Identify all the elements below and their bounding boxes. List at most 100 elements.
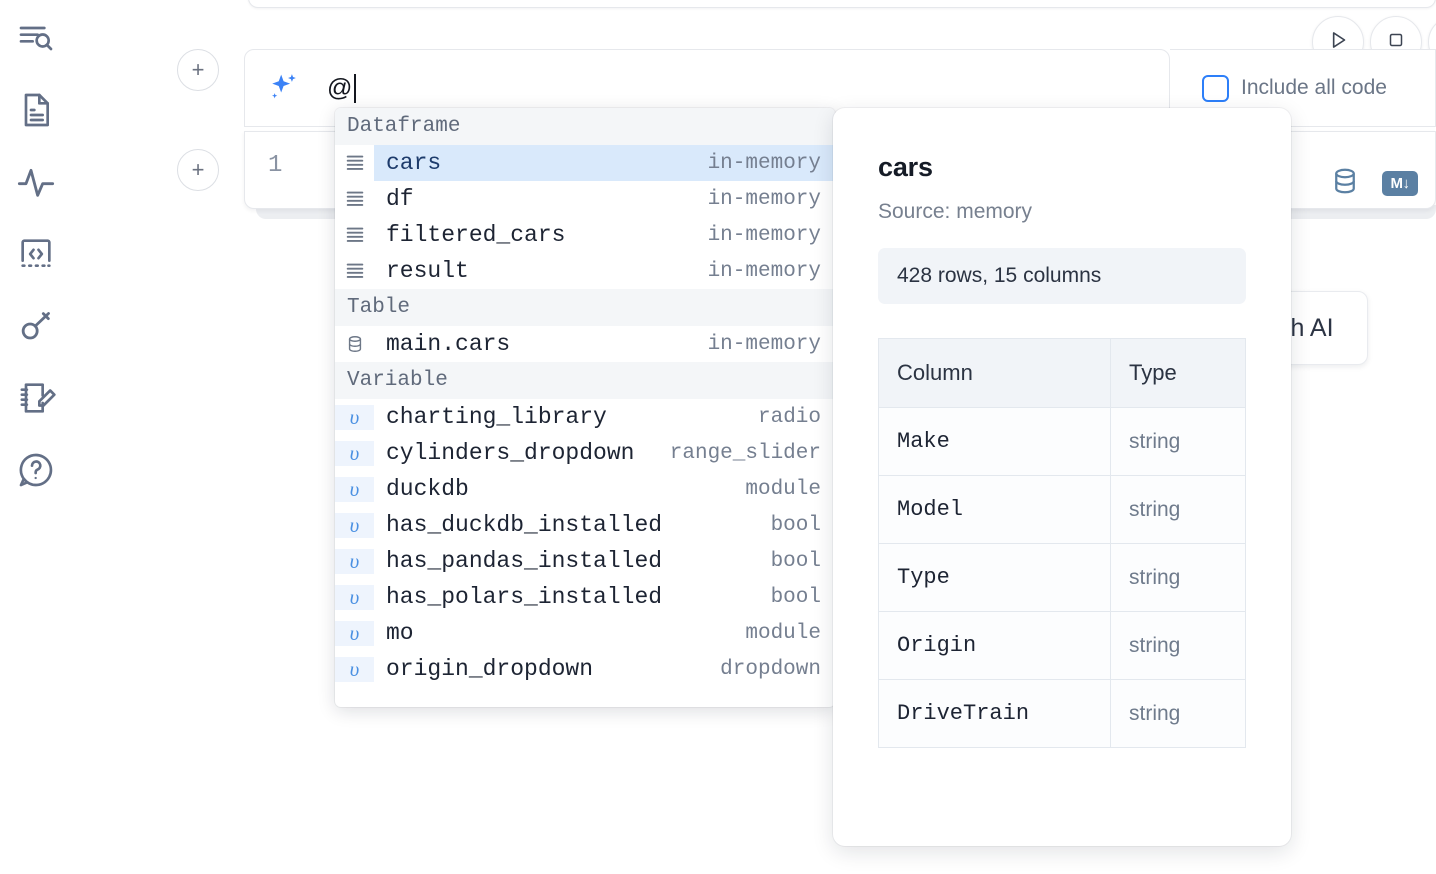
autocomplete-item-name: df: [386, 186, 414, 212]
schema-column-name: DriveTrain: [878, 679, 1111, 748]
sidebar-item-secrets[interactable]: [12, 302, 60, 350]
autocomplete-item-name: cylinders_dropdown: [386, 440, 635, 466]
sidebar-item-file[interactable]: [12, 86, 60, 134]
include-all-code-checkbox[interactable]: [1202, 74, 1229, 102]
explore-search-icon: [16, 18, 56, 58]
dataframe-rows-icon: [335, 260, 374, 282]
autocomplete-item-type: radio: [757, 405, 821, 429]
sidebar-item-explore-search[interactable]: [12, 14, 60, 62]
ai-prompt-input[interactable]: @: [327, 68, 356, 108]
autocomplete-item-type: in-memory: [707, 259, 821, 283]
variable-upsilon-icon: υ: [335, 440, 374, 466]
autocomplete-group-header: Variable: [335, 362, 835, 399]
sidebar-item-scratchpad[interactable]: [12, 374, 60, 422]
text-caret: [353, 73, 356, 103]
database-icon: [335, 334, 374, 354]
autocomplete-group-header: Dataframe: [335, 108, 835, 145]
autocomplete-item-name: mo: [386, 620, 414, 646]
autocomplete-item[interactable]: υ cylinders_dropdown range_slider: [335, 435, 835, 471]
autocomplete-item[interactable]: result in-memory: [335, 253, 835, 289]
database-icon[interactable]: [1330, 166, 1360, 201]
autocomplete-item-name: duckdb: [386, 476, 469, 502]
variable-upsilon-icon: υ: [335, 584, 374, 610]
variable-upsilon-icon: υ: [335, 656, 374, 682]
plus-icon: +: [191, 157, 205, 182]
variable-upsilon-icon: υ: [335, 620, 374, 646]
schema-column-type: string: [1110, 679, 1246, 748]
schema-column-type: string: [1110, 611, 1246, 680]
stop-square-icon: [1384, 28, 1408, 57]
sidebar-item-snippets[interactable]: [12, 230, 60, 278]
dataframe-rows-icon: [335, 224, 374, 246]
autocomplete-item-type: module: [745, 477, 821, 501]
schema-column-type: string: [1110, 407, 1246, 476]
schema-column-name: Model: [878, 475, 1111, 544]
cell-line-number: 1: [268, 152, 283, 179]
help-question-icon: [16, 450, 56, 490]
autocomplete-item[interactable]: filtered_cars in-memory: [335, 217, 835, 253]
autocomplete-item-type: range_slider: [669, 441, 821, 465]
schema-column-name: Origin: [878, 611, 1111, 680]
autocomplete-item-name: charting_library: [386, 404, 607, 430]
dataframe-rows-icon: [335, 152, 374, 174]
sidebar-rail: [0, 0, 72, 874]
activity-pulse-icon: [16, 162, 56, 202]
markdown-icon[interactable]: M↓: [1382, 171, 1418, 196]
autocomplete-item-type: in-memory: [707, 332, 821, 356]
autocomplete-item-type: in-memory: [707, 223, 821, 247]
info-title: cars: [878, 152, 933, 182]
autocomplete-item[interactable]: cars in-memory: [335, 145, 835, 181]
autocomplete-item-type: module: [745, 621, 821, 645]
info-source: Source: memory: [878, 200, 1033, 223]
file-document-icon: [16, 90, 56, 130]
autocomplete-item-type: in-memory: [707, 151, 821, 175]
dataframe-rows-icon: [335, 188, 374, 210]
autocomplete-item-name: filtered_cars: [386, 222, 566, 248]
schema-column-type: string: [1110, 475, 1246, 544]
include-all-code-row[interactable]: Include all code: [1202, 74, 1387, 102]
info-shape-badge: 428 rows, 15 columns: [878, 248, 1246, 304]
schema-column-type: string: [1110, 543, 1246, 612]
autocomplete-item-name: origin_dropdown: [386, 656, 594, 682]
autocomplete-group-header: Table: [335, 289, 835, 326]
code-brackets-icon: [16, 234, 56, 274]
schema-header-type: Type: [1110, 338, 1246, 408]
sparkle-icon: [267, 71, 301, 105]
plus-icon: +: [191, 57, 205, 82]
sidebar-item-help[interactable]: [12, 446, 60, 494]
autocomplete-item-name: has_polars_installed: [386, 584, 663, 610]
add-cell-below-button[interactable]: +: [177, 149, 219, 191]
key-icon: [16, 306, 56, 346]
autocomplete-item-name: has_pandas_installed: [386, 548, 663, 574]
schema-column-name: Make: [878, 407, 1111, 476]
autocomplete-item-type: dropdown: [720, 657, 821, 681]
sidebar-item-activity[interactable]: [12, 158, 60, 206]
completion-info-panel: cars Source: memory 428 rows, 15 columns…: [833, 108, 1291, 846]
autocomplete-item[interactable]: υ origin_dropdown dropdown: [335, 651, 835, 687]
autocomplete-item-name: main.cars: [386, 331, 511, 357]
include-all-code-label: Include all code: [1241, 76, 1387, 99]
generate-with-ai-label: h AI: [1290, 313, 1334, 342]
variable-upsilon-icon: υ: [335, 476, 374, 502]
add-cell-above-button[interactable]: +: [177, 49, 219, 91]
autocomplete-item-name: result: [386, 258, 469, 284]
variable-upsilon-icon: υ: [335, 512, 374, 538]
autocomplete-item[interactable]: main.cars in-memory: [335, 326, 835, 362]
autocomplete-item-name: cars: [386, 150, 442, 176]
